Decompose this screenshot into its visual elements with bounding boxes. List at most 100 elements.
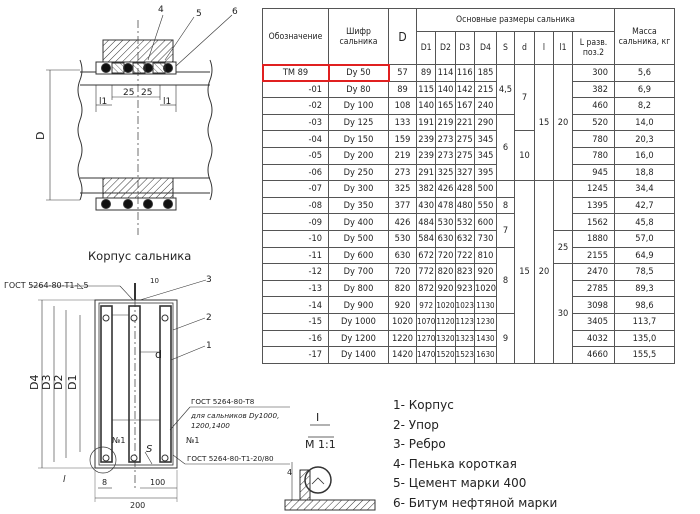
table-row: -05 Dy 200 219 239 273 275 345 780 16,0 <box>262 146 675 165</box>
header-mass: Масса сальника, кг <box>613 8 675 65</box>
cell-L: 3405 <box>571 312 615 331</box>
table-row: -16 Dy 1200 1220 1270 1320 1323 1430 403… <box>262 329 675 348</box>
header-l1: l1 <box>552 31 573 65</box>
table-row: -14 Dy 900 920 972 1020 1023 1130 3098 9… <box>262 296 675 314</box>
cell-D: 630 <box>388 246 417 265</box>
cell-D: 1420 <box>388 346 417 364</box>
cell-d: 15 <box>513 180 535 364</box>
cell-D3: 327 <box>454 163 475 182</box>
header-d: d <box>513 31 535 65</box>
cell-designation: -06 <box>262 163 329 182</box>
cell-mass: 98,6 <box>613 296 675 314</box>
cell-D1: 484 <box>415 213 437 231</box>
table-row: -07 Dy 300 325 382 426 428 500 15 20 124… <box>262 180 675 364</box>
legend-item: 3- Ребро <box>393 437 446 452</box>
cell-D: 377 <box>388 196 417 215</box>
table-row: -01 Dy 80 89 115 140 142 215 382 6,9 <box>262 80 675 99</box>
cell-l: 20 <box>533 180 554 364</box>
cell-D4: 1130 <box>473 296 497 314</box>
table-row: -12 Dy 700 720 772 820 823 920 30 2470 7… <box>262 263 675 364</box>
cell-D2: 140 <box>435 80 456 99</box>
cell-mass: 16,0 <box>613 146 675 165</box>
cell-l: 15 <box>533 63 554 182</box>
cell-D4: 395 <box>473 163 497 182</box>
cell-designation: -09 <box>262 213 329 231</box>
header-D4: D4 <box>473 31 497 65</box>
parts-legend: 1- Корпус 2- Упор 3- Ребро 4- Пенька кор… <box>393 396 557 514</box>
cell-L: 520 <box>571 113 615 132</box>
cell-L: 3098 <box>571 296 615 314</box>
cell-D4: 550 <box>473 196 497 215</box>
header-D: D <box>388 8 417 65</box>
cell-designation: -16 <box>262 329 329 348</box>
cell-D3: 632 <box>454 229 475 248</box>
cell-D: 820 <box>388 279 417 298</box>
dim-D3: D3 <box>40 375 53 390</box>
legend-item: 6- Битум нефтяной марки <box>393 495 558 510</box>
cell-D4: 1430 <box>473 329 497 348</box>
cell-designation: -03 <box>262 113 329 132</box>
cell-L: 2785 <box>571 279 615 298</box>
cell-L: 4660 <box>571 346 615 364</box>
dim-10: 10 <box>150 277 159 285</box>
cell-l1 <box>552 180 573 231</box>
table-row: -06 Dy 250 273 291 325 327 395 945 18,8 <box>262 163 675 182</box>
cell-S <box>495 180 515 198</box>
cell-D: 219 <box>388 146 417 165</box>
cell-D1: 291 <box>415 163 437 182</box>
cell-cipher: Dy 1200 <box>328 329 389 348</box>
cell-D4: 1020 <box>473 279 497 298</box>
gost-note-2: 1200,1400 <box>191 421 230 430</box>
cell-mass: 42,7 <box>613 196 675 215</box>
cell-mass: 57,0 <box>613 229 675 248</box>
cell-L: 382 <box>571 80 615 99</box>
cell-D: 273 <box>388 163 417 182</box>
cell-D1: 382 <box>415 180 437 198</box>
legend-item: 5- Цемент марки 400 <box>393 476 527 491</box>
cell-D2: 426 <box>435 180 456 198</box>
cell-D4: 600 <box>473 213 497 231</box>
cell-D: 530 <box>388 229 417 248</box>
dim-D2: D2 <box>52 375 65 390</box>
dim-l1-b: l1 <box>163 97 171 107</box>
cell-cipher: Dy 150 <box>328 130 389 148</box>
table-row: -04 Dy 150 159 239 273 275 345 10 780 20… <box>262 130 675 182</box>
cell-L: 1880 <box>571 229 615 248</box>
detail-I-drawing <box>284 424 376 511</box>
cell-cipher: Dy 400 <box>328 213 389 231</box>
header-D2: D2 <box>435 31 456 65</box>
cell-L: 2155 <box>571 246 615 265</box>
cell-D4: 1230 <box>473 312 497 331</box>
table-row: -13 Dy 800 820 872 920 923 1020 2785 89,… <box>262 279 675 298</box>
cell-D: 720 <box>388 263 417 281</box>
cell-D3: 142 <box>454 80 475 99</box>
cell-D1: 1470 <box>415 346 437 364</box>
cell-D2: 630 <box>435 229 456 248</box>
cell-D1: 772 <box>415 263 437 281</box>
cell-L: 1245 <box>571 180 615 198</box>
cell-D1: 872 <box>415 279 437 298</box>
cell-D3: 923 <box>454 279 475 298</box>
dim-25b: 25 <box>141 88 152 98</box>
cell-D3: 221 <box>454 113 475 132</box>
header-D1: D1 <box>415 31 437 65</box>
gland-section-drawing <box>46 14 233 235</box>
cell-mass: 135,0 <box>613 329 675 348</box>
cell-cipher: Dy 125 <box>328 113 389 132</box>
note-no1-b: №1 <box>186 436 199 445</box>
cell-D3: 167 <box>454 97 475 115</box>
cell-D2: 720 <box>435 246 456 265</box>
cell-D3: 275 <box>454 146 475 165</box>
cell-D2: 920 <box>435 279 456 298</box>
table-row: ТМ 89 Dy 50 57 89 114 116 185 4,5 7 15 2… <box>261 63 675 182</box>
table-row: -02 Dy 100 108 140 165 167 240 460 8,2 <box>262 97 675 115</box>
cell-designation: -04 <box>262 130 329 148</box>
cell-mass: 78,5 <box>613 263 675 281</box>
cell-D4: 215 <box>473 80 497 99</box>
cell-cipher: Dy 900 <box>328 296 389 314</box>
cell-D4: 345 <box>473 146 497 165</box>
dim-d: d <box>155 348 162 361</box>
cell-D4: 240 <box>473 97 497 115</box>
header-main-dims: Основные размеры сальника <box>416 8 615 32</box>
cell-mass: 45,8 <box>613 213 675 231</box>
